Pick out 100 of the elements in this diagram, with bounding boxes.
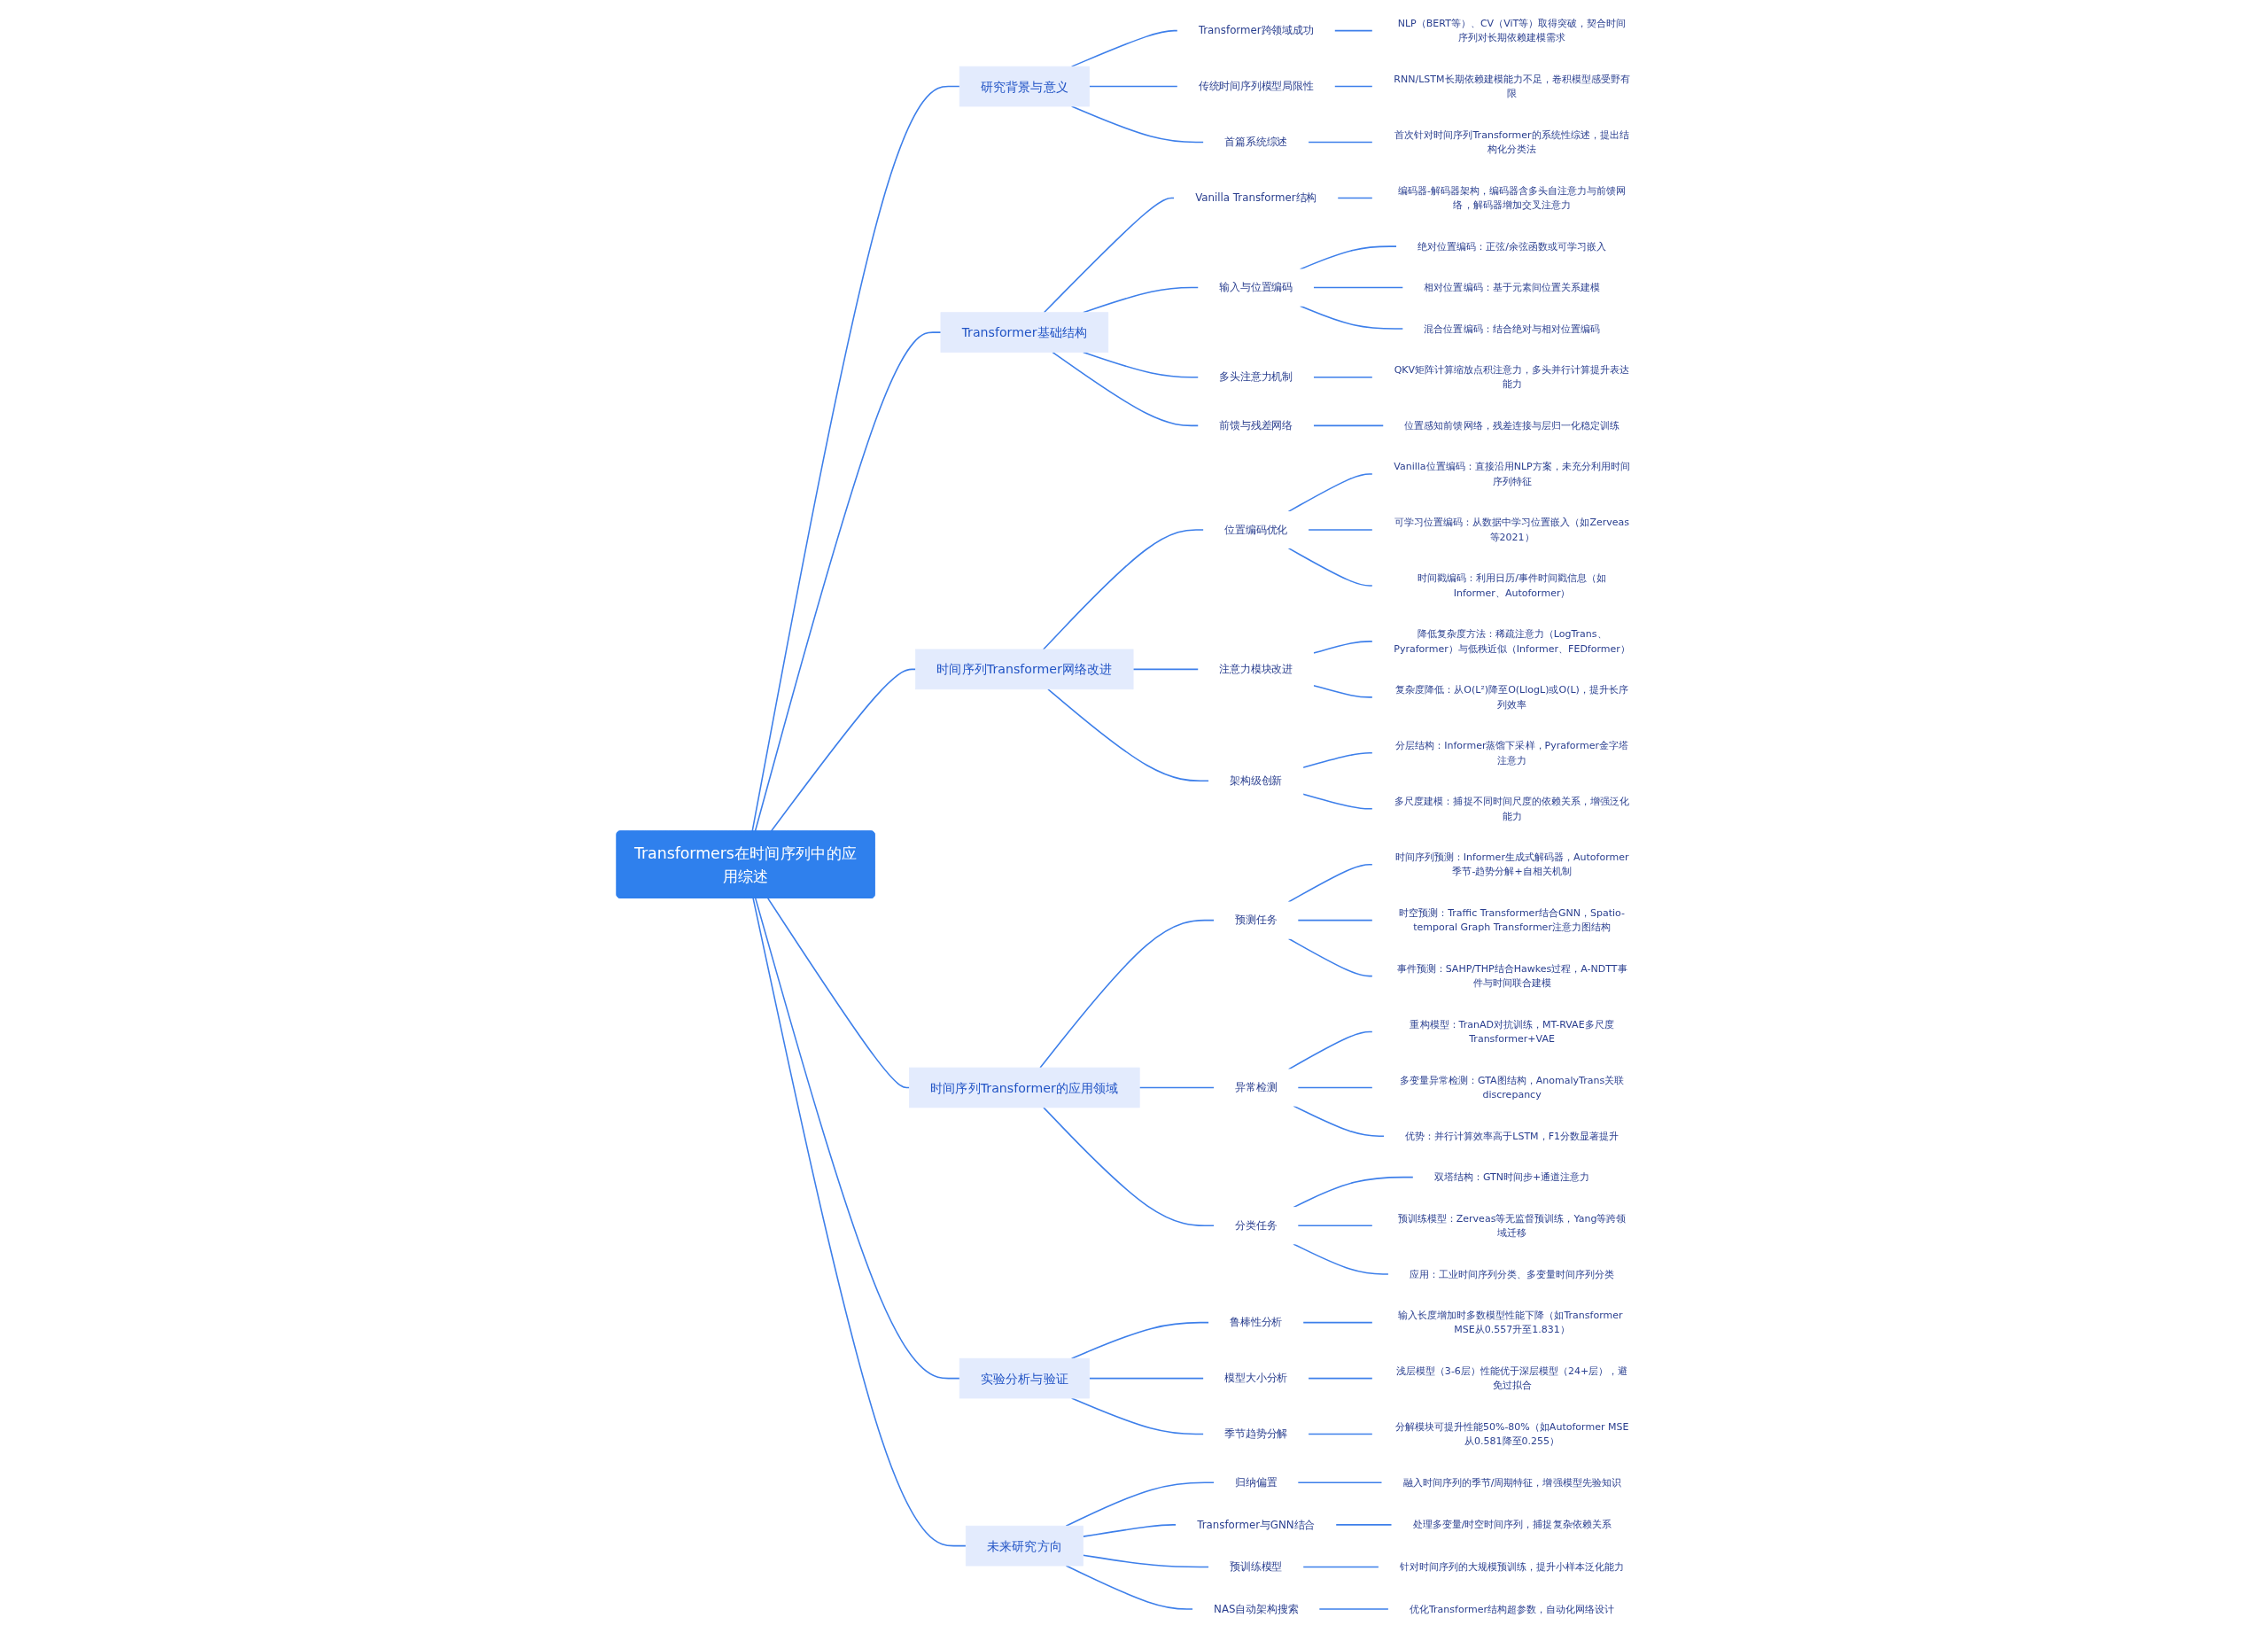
node-text: 降低复杂度方法：稀疏注意力（LogTrans、Pyraformer）与低秩近似（Informer、FEDformer） — [1394, 627, 1630, 655]
connector — [1293, 1243, 1390, 1275]
node-text: 时间序列预测：Informer生成式解码器，Autoformer季节-趋势分解+自相关机制 — [1394, 851, 1629, 877]
node-text: 时间戳编码：利用日历/事件时间戳信息（如Informer、Autoformer） — [1418, 572, 1607, 599]
node-box: Transformer基础结构 — [940, 312, 1109, 353]
node-text: 处理多变量/时空时间序列，捕捉复杂依赖关系 — [1412, 1519, 1612, 1530]
connector — [1070, 29, 1178, 67]
connector — [1297, 1225, 1373, 1227]
connector — [1302, 1321, 1373, 1324]
connector — [1297, 1086, 1373, 1089]
connector — [1335, 1524, 1393, 1526]
connector — [1132, 668, 1200, 671]
node-text: QKV矩阵计算缩放点积注意力，多头并行计算提升表达能力 — [1394, 363, 1630, 390]
node-text: 多变量异常检测：GTA图结构，AnomalyTrans关联discrepancy — [1399, 1074, 1625, 1100]
connector — [1065, 1481, 1216, 1527]
node-box: 实验分析与验证 — [959, 1357, 1090, 1399]
node-text: 双塔结构：GTN时间步+通道注意力 — [1433, 1170, 1590, 1183]
node-text: 可学习位置编码：从数据中学习位置嵌入（如Zerveas等2021） — [1394, 517, 1630, 543]
node-text: RNN/LSTM长期依赖建模能力不足，卷积模型感受野有限 — [1394, 73, 1630, 99]
connector — [1287, 863, 1373, 903]
node-box: 时间序列Transformer的应用领域 — [909, 1067, 1140, 1108]
connector — [1312, 376, 1373, 378]
node-text: 季节趋势分解 — [1224, 1427, 1288, 1441]
connector — [1312, 684, 1373, 698]
node-text: 编码器-解码器架构，编码器含多头自注意力与前馈网络，解码器增加交叉注意力 — [1397, 184, 1627, 211]
connector — [1293, 1105, 1386, 1137]
node-text: 归纳偏置 — [1235, 1475, 1278, 1489]
node-text: 分类任务 — [1235, 1219, 1278, 1233]
node-text: 注意力模块改进 — [1219, 663, 1293, 676]
connector — [1088, 85, 1178, 88]
node-text: 应用：工业时间序列分类、多变量时间序列分类 — [1409, 1268, 1615, 1279]
node-text: 输入与位置编码 — [1219, 281, 1293, 294]
node-text: Transformer跨领域成功 — [1198, 24, 1314, 37]
node-box: 未来研究方向 — [965, 1525, 1084, 1567]
node-text: 位置编码优化 — [1224, 523, 1288, 536]
node-text: 输入长度增加时多数模型性能下降（如Transformer MSE从0.557升至1.831） — [1398, 1309, 1623, 1335]
connector — [1297, 919, 1373, 921]
connector — [1312, 641, 1373, 654]
node-text: 重构模型：TranAD对抗训练，MT-RVAE多尺度Transformer+VAE — [1410, 1018, 1614, 1045]
connector — [1287, 1030, 1373, 1070]
connector — [1312, 286, 1404, 289]
node-text: 传统时间序列模型局限性 — [1198, 80, 1314, 93]
connector — [1287, 473, 1373, 513]
node-text: 优化Transformer结构超参数，自动化网络设计 — [1409, 1603, 1615, 1614]
node-text: 首次针对时间序列Transformer的系统性综述，提出结构化分类法 — [1394, 128, 1629, 155]
node-box: 时间序列Transformer网络改进 — [915, 649, 1134, 690]
connector — [1070, 1321, 1210, 1359]
node-text: Transformer与GNN结合 — [1197, 1518, 1316, 1531]
node-text: 融入时间序列的季节/周期特征，增强模型先验知识 — [1402, 1476, 1621, 1489]
connector — [1287, 547, 1373, 587]
node-text: 首篇系统综述 — [1224, 136, 1288, 149]
connector — [1070, 105, 1205, 144]
connector — [1333, 85, 1373, 88]
node-text: 复杂度降低：从O(L²)降至O(LlogL)或O(L)，提升长序列效率 — [1395, 683, 1628, 711]
connector — [1297, 1481, 1383, 1484]
connector — [1302, 752, 1373, 769]
connector — [1088, 1377, 1205, 1380]
connector — [1302, 1566, 1380, 1568]
node-text: 绝对位置编码：正弦/余弦函数或可学习嵌入 — [1418, 240, 1607, 253]
node-text: 位置感知前馈网络，残差连接与层归一化稳定训练 — [1404, 419, 1619, 432]
node-box: 研究背景与意义 — [959, 66, 1090, 107]
connector — [1047, 688, 1210, 782]
connector — [1043, 1107, 1216, 1227]
connector — [1307, 529, 1373, 531]
connector — [1307, 141, 1373, 144]
node-text: 优势：并行计算效率高于LSTM，F1分数显著提升 — [1405, 1130, 1619, 1142]
node-text: Vanilla Transformer结构 — [1195, 191, 1317, 205]
connector — [1043, 197, 1176, 314]
connector — [767, 898, 911, 1089]
connector — [1337, 197, 1373, 199]
connector — [1299, 305, 1404, 330]
node-text: 相对位置编码：基于元素间位置关系建模 — [1424, 281, 1600, 293]
node-text: NLP（BERT等）、CV（ViT等）取得突破，契合时间序列对长期依赖建模需求 — [1397, 17, 1627, 43]
connector — [1082, 1554, 1210, 1568]
node-text: 模型大小分析 — [1224, 1372, 1288, 1385]
node-text: 多头注意力机制 — [1219, 370, 1293, 384]
node-text: 多尺度建模：捕捉不同时间尺度的依赖关系，增强泛化能力 — [1394, 795, 1629, 821]
node-text: 针对时间序列的大规模预训练，提升小样本泛化能力 — [1399, 1560, 1625, 1573]
connector — [1307, 1433, 1373, 1435]
node-text: 预训练模型：Zerveas等无监督预训练，Yang等跨领域迁移 — [1397, 1212, 1627, 1239]
connector — [1042, 529, 1205, 650]
node-text: Vanilla位置编码：直接沿用NLP方案，未充分利用时间序列特征 — [1394, 461, 1630, 487]
connector — [755, 898, 960, 1380]
node-text: 分层结构：Informer蒸馏下采样，Pyraformer金字塔注意力 — [1395, 739, 1629, 766]
connector — [1333, 29, 1373, 32]
node-text: 架构级创新 — [1230, 774, 1283, 788]
node-text: 分解模块可提升性能50%-80%（如Autoformer MSE从0.581降至0.255） — [1394, 1420, 1629, 1447]
node-text: 前馈与残差网络 — [1219, 419, 1293, 432]
node-text: 预测任务 — [1235, 914, 1278, 927]
connector — [1039, 919, 1216, 1069]
node-text: 鲁棒性分析 — [1230, 1316, 1283, 1329]
connector — [1293, 1176, 1414, 1209]
connector — [1052, 351, 1200, 427]
connector — [1138, 1086, 1216, 1089]
node-text: 事件预测：SAHP/THP结合Hawkes过程，A-NDTT事件与时间联合建模 — [1396, 962, 1627, 989]
node-text: 混合位置编码：结合绝对与相对位置编码 — [1424, 323, 1600, 334]
connector — [1082, 1524, 1177, 1537]
connector — [1307, 1377, 1373, 1380]
connector — [1287, 937, 1373, 977]
node-text: NAS自动架构搜索 — [1214, 1602, 1299, 1615]
